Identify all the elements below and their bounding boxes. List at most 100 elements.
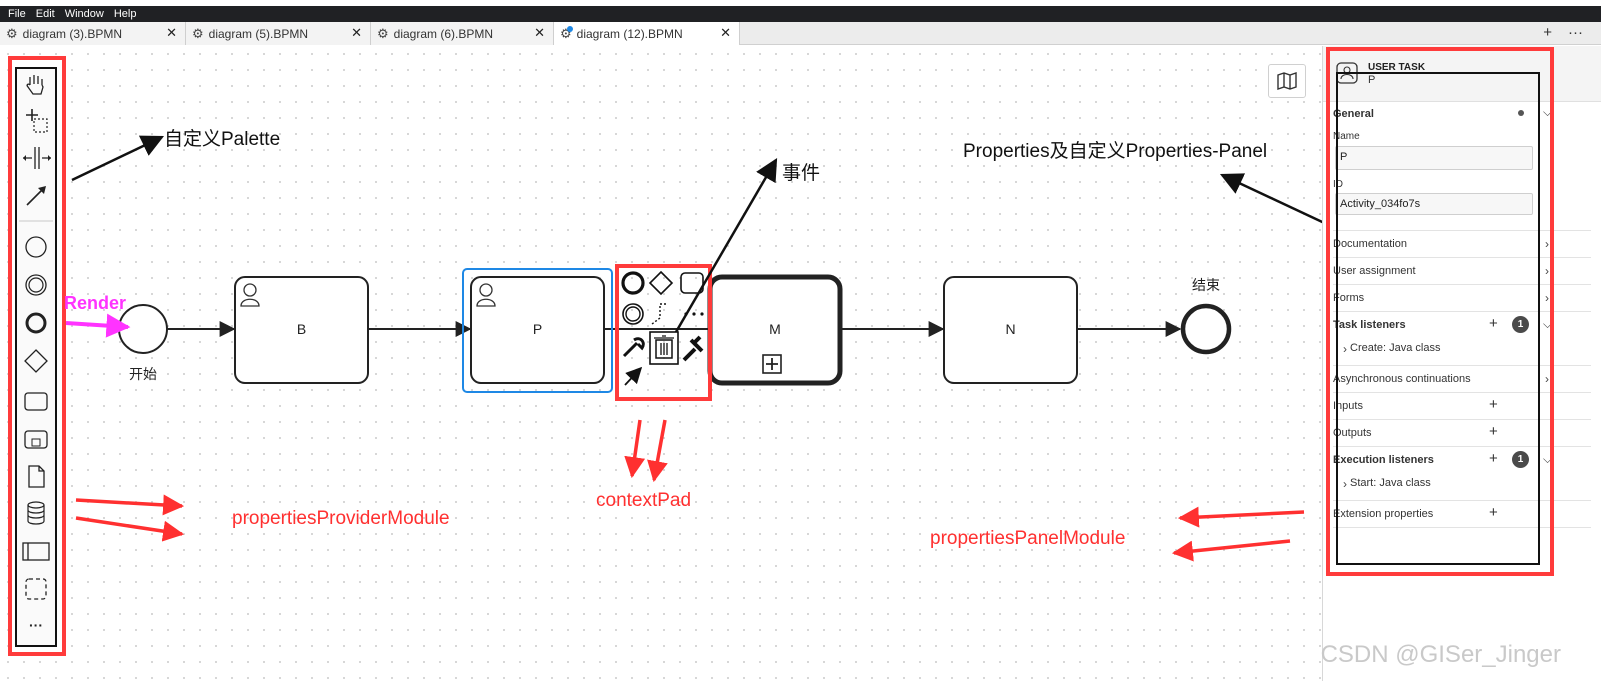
section-dot	[1518, 110, 1524, 116]
minimap-toggle-button[interactable]	[1268, 64, 1306, 98]
append-intermediate-event-icon[interactable]	[622, 303, 644, 325]
annotation-arrow-red	[75, 494, 185, 516]
chevron-right-icon[interactable]: ›	[1545, 237, 1549, 251]
chevron-down-icon[interactable]: ⌵	[1543, 317, 1553, 331]
change-type-wrench-icon[interactable]	[622, 337, 645, 358]
execution-listener-item[interactable]: Start: Java class	[1350, 477, 1431, 489]
subprocess-icon[interactable]	[24, 430, 48, 449]
chevron-right-icon[interactable]: ›	[1545, 291, 1549, 305]
palette: ···	[15, 67, 57, 647]
data-object-icon[interactable]	[28, 465, 45, 488]
append-end-event-icon[interactable]	[621, 271, 645, 295]
close-icon[interactable]: ✕	[534, 25, 545, 40]
tab-diagram-5[interactable]: ⚙ diagram (5).BPMN ✕	[186, 22, 371, 45]
connect-arrow-icon[interactable]	[624, 366, 643, 386]
task-icon[interactable]	[24, 392, 48, 411]
close-icon[interactable]: ✕	[351, 25, 362, 40]
section-task-listeners[interactable]: Task listeners	[1333, 319, 1406, 331]
task-b[interactable]	[234, 276, 369, 384]
tab-diagram-6[interactable]: ⚙ diagram (6).BPMN ✕	[371, 22, 554, 45]
menu-window[interactable]: Window	[64, 8, 104, 20]
add-extension-property-button[interactable]: +	[1489, 504, 1498, 521]
bpmn-diagram	[24, 135, 1322, 562]
add-input-button[interactable]: +	[1489, 396, 1498, 413]
chevron-down-icon[interactable]: ⌵	[1543, 105, 1553, 119]
data-store-icon[interactable]	[27, 501, 45, 525]
name-field[interactable]: P	[1335, 146, 1533, 170]
section-execution-listeners[interactable]: Execution listeners	[1333, 454, 1434, 466]
close-icon[interactable]: ✕	[166, 25, 177, 40]
task-p[interactable]	[470, 276, 605, 384]
palette-more-button[interactable]: ···	[29, 617, 43, 633]
section-extension-properties[interactable]: Extension properties	[1333, 508, 1434, 520]
tab-diagram-12[interactable]: ⚙ diagram (12).BPMN ✕	[554, 22, 740, 45]
properties-header: USER TASK P	[1323, 46, 1601, 102]
menu-help[interactable]: Help	[113, 8, 137, 20]
connect-tool-icon[interactable]	[26, 186, 46, 206]
section-inputs[interactable]: Inputs	[1333, 400, 1363, 412]
properties-panel-highlight	[1326, 47, 1554, 576]
task-n[interactable]	[943, 276, 1078, 384]
diagram-canvas[interactable]	[0, 46, 1322, 681]
append-intermediate-event-inner	[625, 306, 641, 322]
chevron-right-icon[interactable]: ›	[1545, 264, 1549, 278]
chevron-right-icon[interactable]: ›	[1343, 477, 1347, 491]
section-async[interactable]: Asynchronous continuations	[1333, 373, 1471, 385]
color-picker-icon[interactable]	[682, 335, 704, 362]
annotation-arrow	[674, 158, 778, 333]
section-forms[interactable]: Forms	[1333, 292, 1365, 304]
palette-tools	[19, 75, 53, 600]
palette-highlight	[8, 56, 66, 656]
space-tool-icon[interactable]	[23, 147, 51, 169]
chevron-right-icon[interactable]: ›	[1545, 372, 1549, 386]
add-task-listener-button[interactable]: +	[1489, 315, 1498, 332]
element-name-label: P	[1368, 74, 1376, 86]
gateway-icon[interactable]	[24, 349, 48, 373]
section-general[interactable]: General	[1333, 108, 1374, 120]
lasso-tool-icon[interactable]	[26, 109, 48, 133]
chevron-right-icon[interactable]: ›	[1343, 342, 1347, 356]
start-event-icon[interactable]	[25, 236, 47, 258]
tab-diagram-3[interactable]: ⚙ diagram (3).BPMN ✕	[0, 22, 186, 45]
execution-listeners-count-badge: 1	[1512, 451, 1529, 468]
pool-icon[interactable]	[22, 542, 50, 561]
section-user-assignment[interactable]: User assignment	[1333, 265, 1416, 277]
section-outputs[interactable]: Outputs	[1333, 427, 1372, 439]
end-event-icon[interactable]	[25, 312, 47, 334]
chevron-down-icon[interactable]: ⌵	[1543, 452, 1553, 466]
append-text-annotation-icon[interactable]	[651, 303, 668, 325]
tab-label: diagram (5).BPMN	[208, 26, 309, 41]
menu-file[interactable]: File	[8, 8, 26, 20]
annotation-arrow-red	[1177, 506, 1305, 528]
menu-edit[interactable]: Edit	[35, 8, 55, 20]
context-pad	[621, 270, 704, 386]
end-event[interactable]	[1180, 303, 1232, 355]
hand-tool-icon[interactable]	[26, 75, 44, 95]
close-icon[interactable]: ✕	[720, 25, 731, 40]
annotation-properties-panel: propertiesPanelModule	[930, 528, 1126, 549]
end-event-label: 结束	[1192, 277, 1220, 293]
annotation-event: 事件	[782, 163, 821, 184]
context-pad-highlight	[615, 264, 712, 401]
task-p-label: P	[532, 321, 543, 337]
id-field[interactable]: Activity_034fo7s	[1335, 193, 1533, 215]
start-event[interactable]	[118, 304, 168, 354]
expand-subprocess-icon[interactable]	[762, 354, 782, 374]
add-output-button[interactable]: +	[1489, 423, 1498, 440]
gear-icon: ⚙	[192, 25, 204, 41]
task-listener-item[interactable]: Create: Java class	[1350, 342, 1441, 354]
tab-label: diagram (12).BPMN	[576, 26, 683, 41]
append-gateway-icon[interactable]	[648, 270, 674, 296]
intermediate-event-icon[interactable]	[25, 274, 47, 296]
delete-trash-icon[interactable]	[649, 331, 679, 365]
annotation-properties: Properties及自定义Properties-Panel	[963, 141, 1268, 162]
add-execution-listener-button[interactable]: +	[1489, 450, 1498, 467]
new-tab-button[interactable]: +	[1543, 24, 1552, 41]
more-tabs-button[interactable]: ···	[1568, 24, 1583, 41]
tab-label: diagram (6).BPMN	[393, 26, 494, 41]
section-documentation[interactable]: Documentation	[1333, 238, 1407, 250]
annotation-arrow-red	[647, 419, 668, 483]
group-icon[interactable]	[25, 578, 47, 600]
task-n-label: N	[1005, 321, 1016, 337]
append-task-icon[interactable]	[680, 272, 704, 294]
